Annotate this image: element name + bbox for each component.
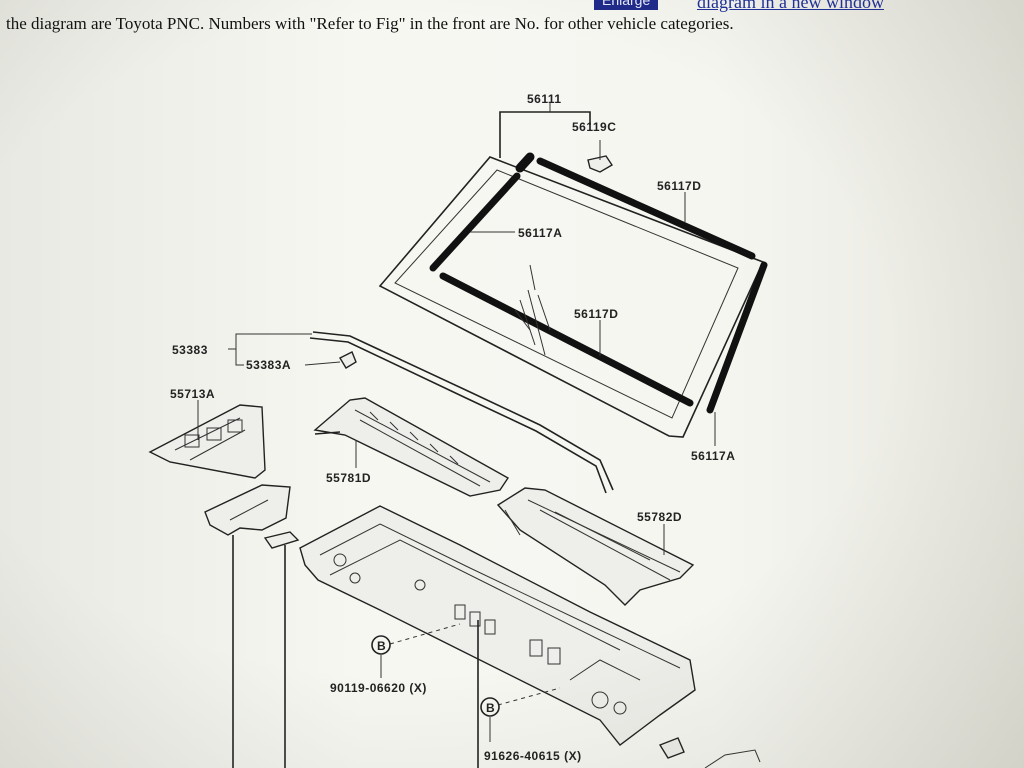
part-number-55713a[interactable]: 55713A (170, 387, 215, 401)
part-number-55781d[interactable]: 55781D (326, 471, 371, 485)
windshield-glass[interactable] (378, 156, 765, 438)
retainer-clip[interactable] (587, 155, 613, 173)
callout-b-1[interactable]: B (371, 635, 391, 655)
part-number-56117d-top[interactable]: 56117D (657, 179, 701, 193)
enlarge-button[interactable]: Enlarge (594, 0, 659, 10)
leader-53383a (304, 361, 341, 366)
part-number-56117a-right[interactable]: 56117A (691, 449, 735, 463)
molding-56117A-right[interactable] (706, 261, 768, 414)
lower-fragment-2[interactable] (704, 749, 761, 768)
part-number-56117a-left[interactable]: 56117A (518, 226, 562, 240)
hood-seal-clip[interactable] (339, 351, 357, 369)
lower-fragment-1[interactable] (658, 737, 685, 759)
molding-56117D-lower[interactable] (439, 272, 694, 407)
leader-bolt-b2 (497, 687, 561, 706)
part-number-56119c[interactable]: 56119C (572, 120, 616, 134)
cowl-louver-right[interactable] (496, 487, 695, 606)
part-number-53383[interactable]: 53383 (172, 343, 208, 357)
small-bracket[interactable] (263, 531, 300, 549)
cowl-side-panel[interactable] (148, 404, 266, 479)
intro-text: the diagram are Toyota PNC. Numbers with… (6, 14, 734, 33)
cowl-top-panel[interactable] (299, 505, 696, 746)
open-new-window-link[interactable]: diagram in a new window (697, 0, 884, 12)
part-number-bolt-b2[interactable]: 91626-40615 (X) (484, 749, 582, 763)
molding-56117D-top[interactable] (536, 157, 756, 260)
part-number-53383a[interactable]: 53383A (246, 358, 291, 372)
part-number-55782d[interactable]: 55782D (637, 510, 682, 524)
part-number-56117d-lower[interactable]: 56117D (574, 307, 618, 321)
cowl-bracket[interactable] (204, 484, 291, 536)
callout-b-1-text: B (377, 639, 386, 653)
callout-b-2-text: B (486, 701, 495, 715)
leader-56111 (499, 111, 591, 158)
molding-56117A-left[interactable] (429, 172, 521, 272)
molding-small-top[interactable] (515, 152, 535, 173)
leader-53383 (228, 333, 312, 366)
top-bar: Enlarge diagram in a new window (0, 0, 1024, 24)
callout-b-2[interactable]: B (480, 697, 500, 717)
glass-reflection (514, 264, 551, 356)
part-number-56111[interactable]: 56111 (527, 92, 562, 106)
hood-seal[interactable] (309, 331, 614, 494)
cowl-louver-left[interactable] (313, 397, 510, 497)
part-number-bolt-b1[interactable]: 90119-06620 (X) (330, 681, 427, 695)
